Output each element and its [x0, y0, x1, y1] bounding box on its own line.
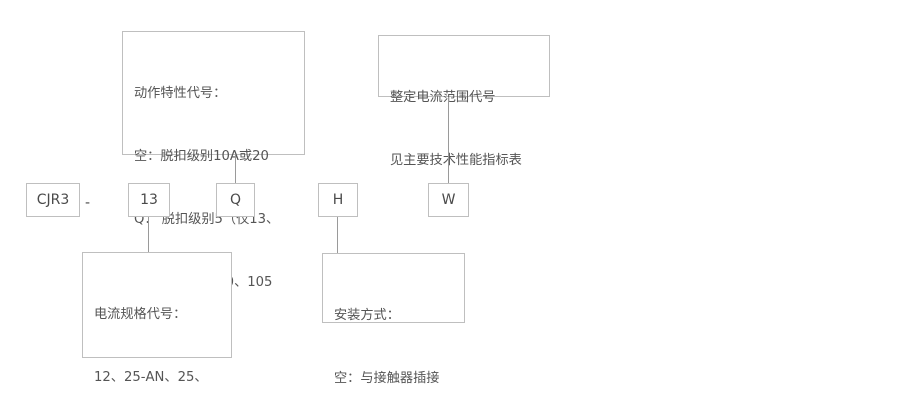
callout-trip-characteristic-line-2: 空：脱扣级别10A或20 — [134, 149, 269, 164]
code-box-series-label: CJR3 — [36, 192, 70, 208]
callout-setting-current-range: 整定电流范围代号 见主要技术性能指标表 — [378, 35, 550, 168]
connector-current-spec — [148, 217, 149, 252]
connector-trip-characteristic — [235, 155, 236, 184]
callout-current-spec: 电流规格代号： 12、25-AN、25、 50、105B、105、 160B、1… — [82, 252, 232, 385]
callout-trip-characteristic-line-1: 动作特性代号： — [134, 86, 227, 101]
code-box-current-rating-label: 13 — [140, 192, 158, 208]
code-box-trip-class: Q — [216, 183, 255, 217]
code-box-current-rating: 13 — [128, 183, 170, 217]
code-box-setting-range-label: W — [441, 192, 456, 208]
callout-current-spec-line-1: 电流规格代号： — [94, 307, 187, 322]
code-box-setting-range: W — [428, 183, 469, 217]
callout-setting-current-range-line-2: 见主要技术性能指标表 — [390, 153, 522, 168]
callout-setting-current-range-line-1: 整定电流范围代号 — [390, 90, 496, 105]
callout-mounting-method-line-1: 安装方式： — [334, 308, 400, 323]
code-box-mounting: H — [318, 183, 358, 217]
code-box-series: CJR3 — [26, 183, 80, 217]
code-box-mounting-label: H — [332, 192, 344, 208]
connector-setting-current-range — [448, 97, 449, 184]
callout-trip-characteristic: 动作特性代号： 空：脱扣级别10A或20 Q： 脱扣级别5（仅13、 25-AN… — [122, 31, 305, 353]
callout-mounting-method-line-2: 空：与接触器插接 — [334, 371, 440, 386]
code-box-trip-class-label: Q — [229, 192, 242, 208]
connector-mounting-method — [337, 217, 338, 253]
callout-mounting-method: 安装方式： 空：与接触器插接 H 独立安装 — [322, 253, 465, 386]
code-separator-dash: - — [85, 195, 91, 211]
callout-current-spec-line-2: 12、25-AN、25、 — [94, 370, 208, 385]
